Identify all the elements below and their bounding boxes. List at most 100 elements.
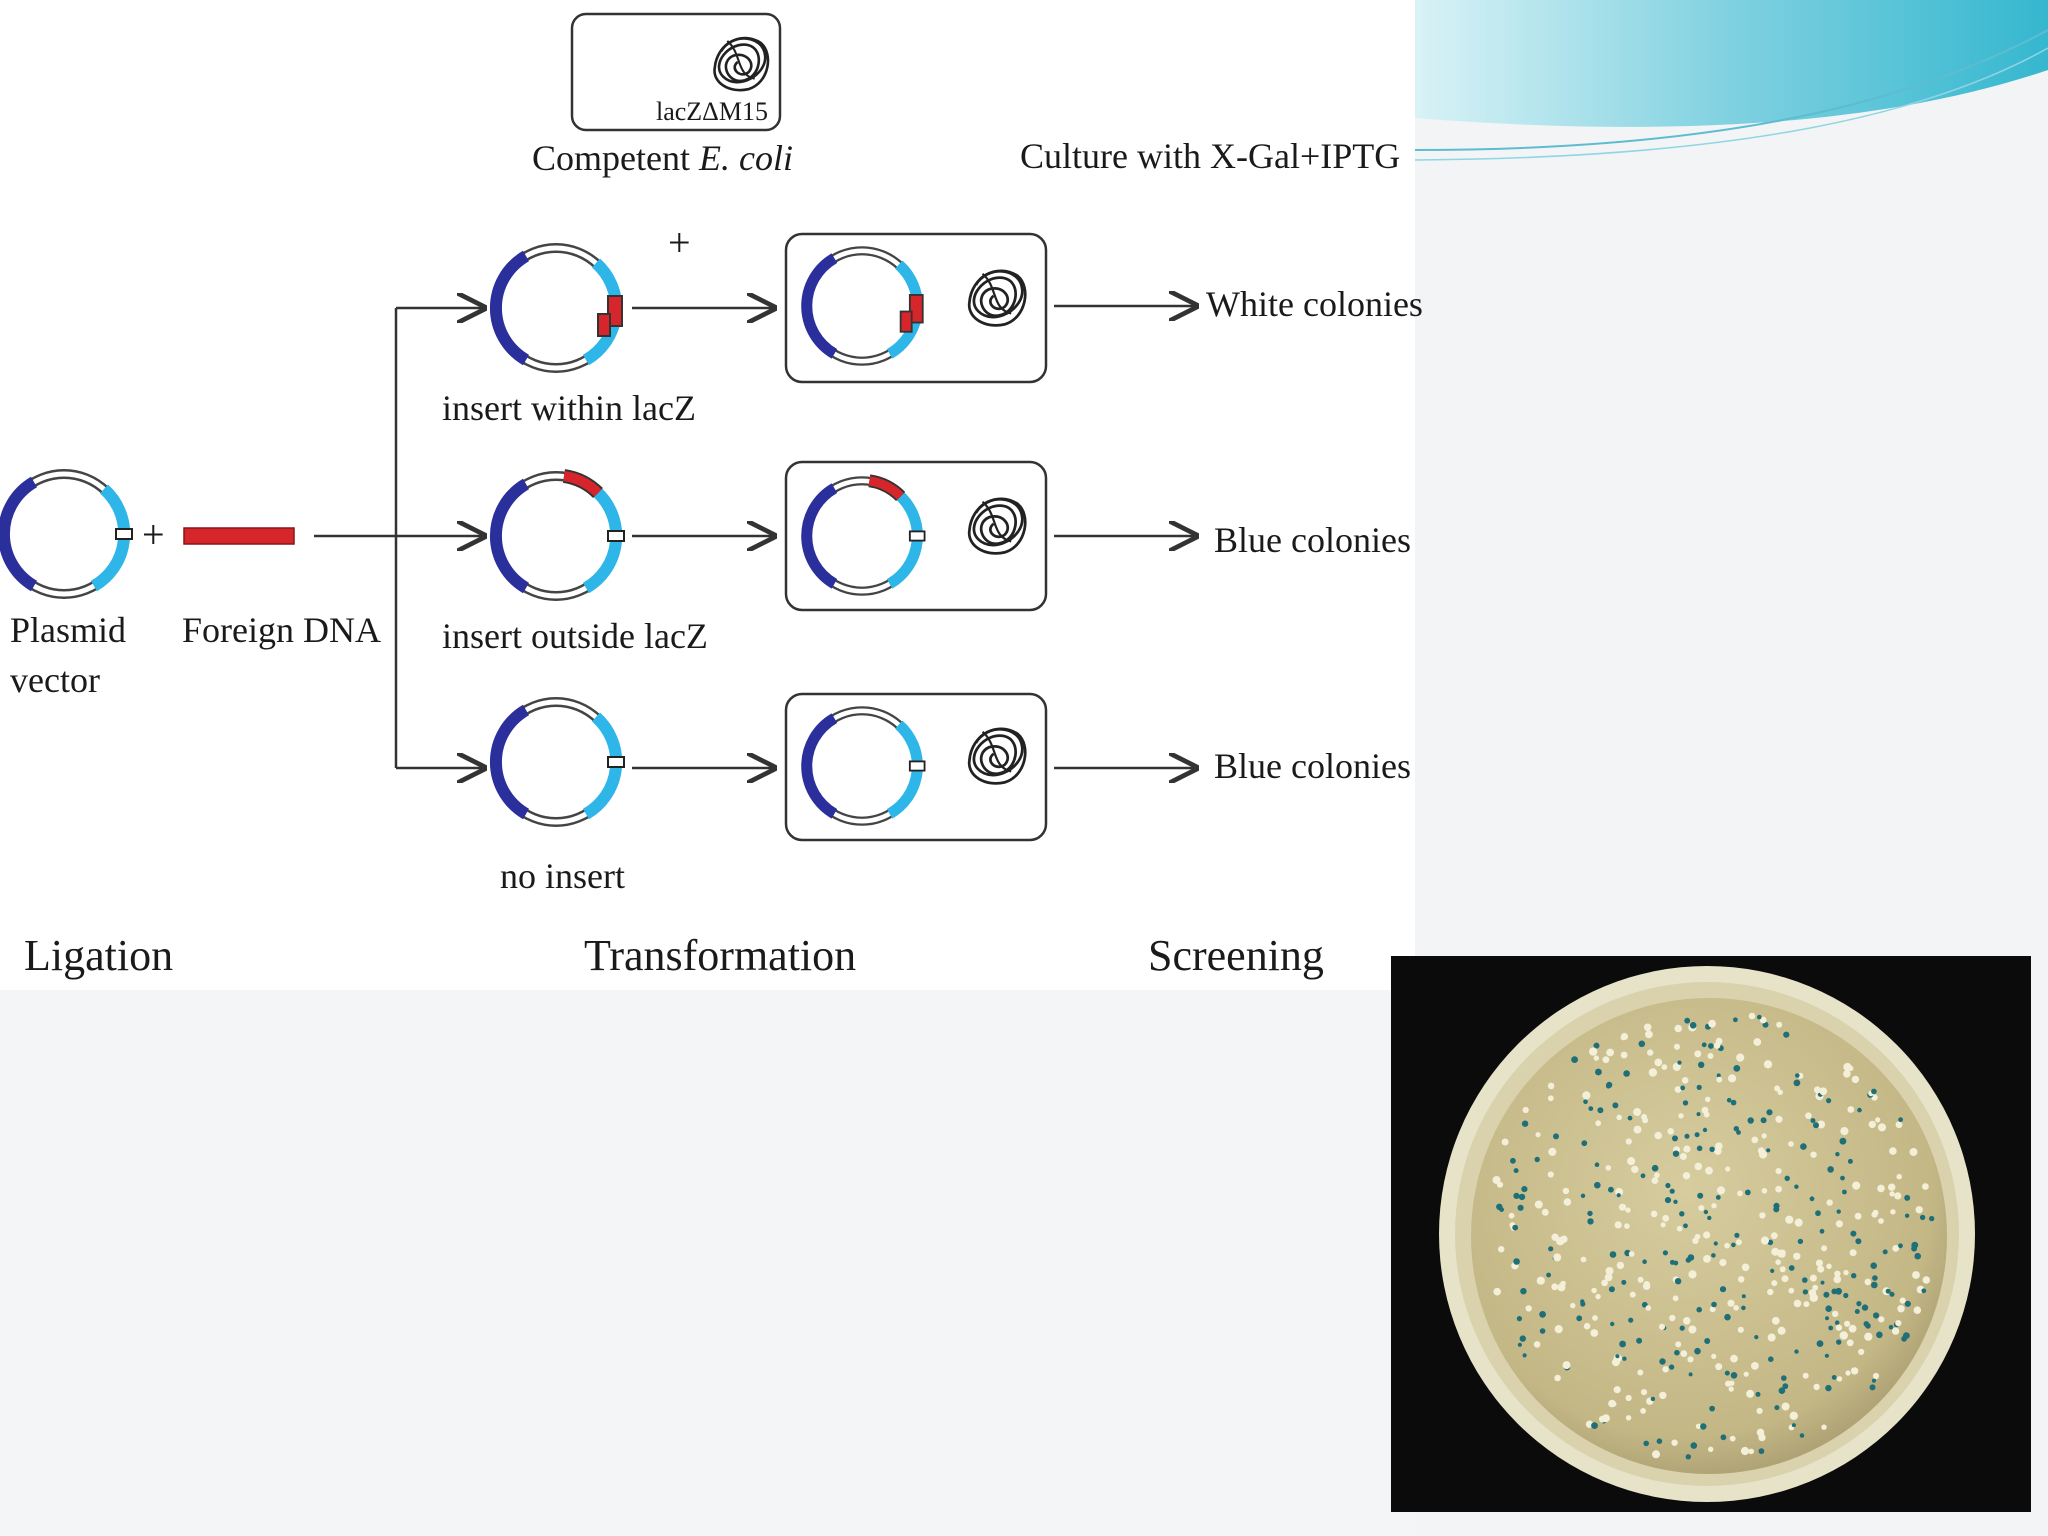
- white-colony: [1854, 1212, 1862, 1220]
- stage-screening: Screening: [1148, 931, 1324, 980]
- blue-colony: [1640, 1173, 1646, 1179]
- blue-colony: [1741, 1305, 1746, 1311]
- blue-colony: [1517, 1342, 1522, 1347]
- white-colony: [1642, 1117, 1649, 1124]
- white-colony: [1673, 1043, 1681, 1050]
- blue-colony: [1863, 1321, 1870, 1327]
- white-colony: [1767, 1288, 1774, 1296]
- blue-colony: [1679, 1211, 1685, 1217]
- white-colony: [1533, 1341, 1541, 1348]
- blue-colony: [1679, 1325, 1685, 1331]
- white-colony: [1785, 1215, 1794, 1224]
- white-colony: [1633, 1125, 1642, 1134]
- white-colony: [1682, 1172, 1691, 1180]
- white-colony: [1735, 1239, 1742, 1246]
- blue-colony: [1685, 1454, 1691, 1460]
- blue-colony: [1668, 1364, 1675, 1370]
- blue-colony: [1696, 1084, 1702, 1090]
- blue-colony: [1794, 1349, 1799, 1354]
- white-colony: [1705, 1166, 1713, 1175]
- white-colony: [1775, 1115, 1783, 1123]
- blue-colony: [1711, 1301, 1717, 1308]
- blue-colony: [1619, 1340, 1626, 1348]
- white-colony: [1563, 1198, 1572, 1206]
- white-colony: [1771, 1316, 1780, 1325]
- blue-colony: [1781, 1375, 1787, 1381]
- blue-colony: [1802, 1277, 1808, 1283]
- blue-colony: [1609, 1251, 1617, 1258]
- white-colony: [1897, 1305, 1905, 1313]
- blue-colony: [1876, 1331, 1883, 1339]
- white-colony: [1707, 1053, 1714, 1059]
- blue-colony: [1612, 1102, 1619, 1109]
- white-colony: [1872, 1372, 1880, 1380]
- blue-colony: [1726, 1097, 1732, 1103]
- white-colony: [1767, 1333, 1776, 1342]
- blue-colony: [1921, 1288, 1927, 1294]
- white-colony: [1674, 1024, 1682, 1033]
- blue-colony: [1518, 1193, 1526, 1201]
- blue-colony: [1823, 1291, 1830, 1298]
- white-colony: [1610, 1401, 1617, 1407]
- white-colony: [1679, 1153, 1687, 1160]
- blue-colony: [1591, 1422, 1598, 1429]
- blue-colony: [1674, 1278, 1682, 1285]
- white-colony: [1695, 1423, 1702, 1429]
- white-colony: [1770, 1232, 1778, 1239]
- white-colony: [1899, 1297, 1906, 1304]
- white-colony: [1847, 1106, 1855, 1113]
- petri-dish-illustration: [1439, 966, 1975, 1502]
- blue-colony: [1616, 1193, 1621, 1198]
- blue-colony: [1709, 1405, 1715, 1412]
- blue-colony: [1673, 1260, 1679, 1266]
- blue-colony: [1741, 1294, 1746, 1299]
- blue-colony: [1855, 1238, 1862, 1245]
- white-colony: [1613, 1386, 1621, 1394]
- white-colony: [1776, 1021, 1783, 1028]
- blue-colony: [1682, 1100, 1689, 1106]
- white-colony: [1501, 1138, 1509, 1146]
- blue-colony: [1888, 1324, 1894, 1330]
- blue-colony: [1901, 1335, 1907, 1342]
- white-colony: [1843, 1269, 1849, 1276]
- white-colony: [1708, 1446, 1714, 1452]
- white-colony: [1889, 1147, 1897, 1155]
- white-colony: [1746, 1389, 1755, 1398]
- white-colony: [1843, 1070, 1851, 1078]
- white-colony: [1672, 1062, 1681, 1071]
- white-colony: [1660, 1222, 1666, 1228]
- white-colony: [1912, 1271, 1920, 1279]
- white-colony: [1625, 1207, 1631, 1213]
- blue-colony: [1842, 1189, 1847, 1195]
- white-colony: [1522, 1106, 1529, 1114]
- blue-colony: [1919, 1214, 1926, 1221]
- white-colony: [1601, 1279, 1608, 1287]
- white-colony: [1606, 1048, 1614, 1057]
- white-colony: [1725, 1166, 1731, 1172]
- white-colony: [1909, 1148, 1918, 1156]
- white-colony: [1737, 1276, 1745, 1283]
- white-colony: [1890, 1209, 1896, 1215]
- blue-colony: [1622, 1356, 1627, 1361]
- blue-colony: [1835, 1152, 1840, 1157]
- blue-colony: [1825, 1384, 1832, 1392]
- white-colony: [1593, 1055, 1599, 1061]
- white-colony: [1620, 1034, 1626, 1041]
- blue-colony: [1704, 1338, 1711, 1344]
- white-colony: [1775, 1185, 1782, 1193]
- blue-colony: [1826, 1098, 1832, 1104]
- blue-colony: [1898, 1117, 1903, 1123]
- blue-colony: [1773, 1202, 1780, 1209]
- transformed-cell-3: [784, 692, 1048, 842]
- white-colony: [1629, 1291, 1636, 1298]
- blue-colony: [1871, 1281, 1878, 1289]
- white-colony: [1547, 1095, 1554, 1102]
- white-colony: [1625, 1138, 1632, 1145]
- white-colony: [1737, 1190, 1743, 1197]
- blue-colony: [1594, 1162, 1600, 1167]
- white-colony: [1892, 1245, 1900, 1252]
- white-colony: [1614, 1221, 1622, 1229]
- blue-colony: [1854, 1309, 1860, 1314]
- blue-colony: [1799, 1433, 1805, 1438]
- blue-colony: [1730, 1099, 1737, 1106]
